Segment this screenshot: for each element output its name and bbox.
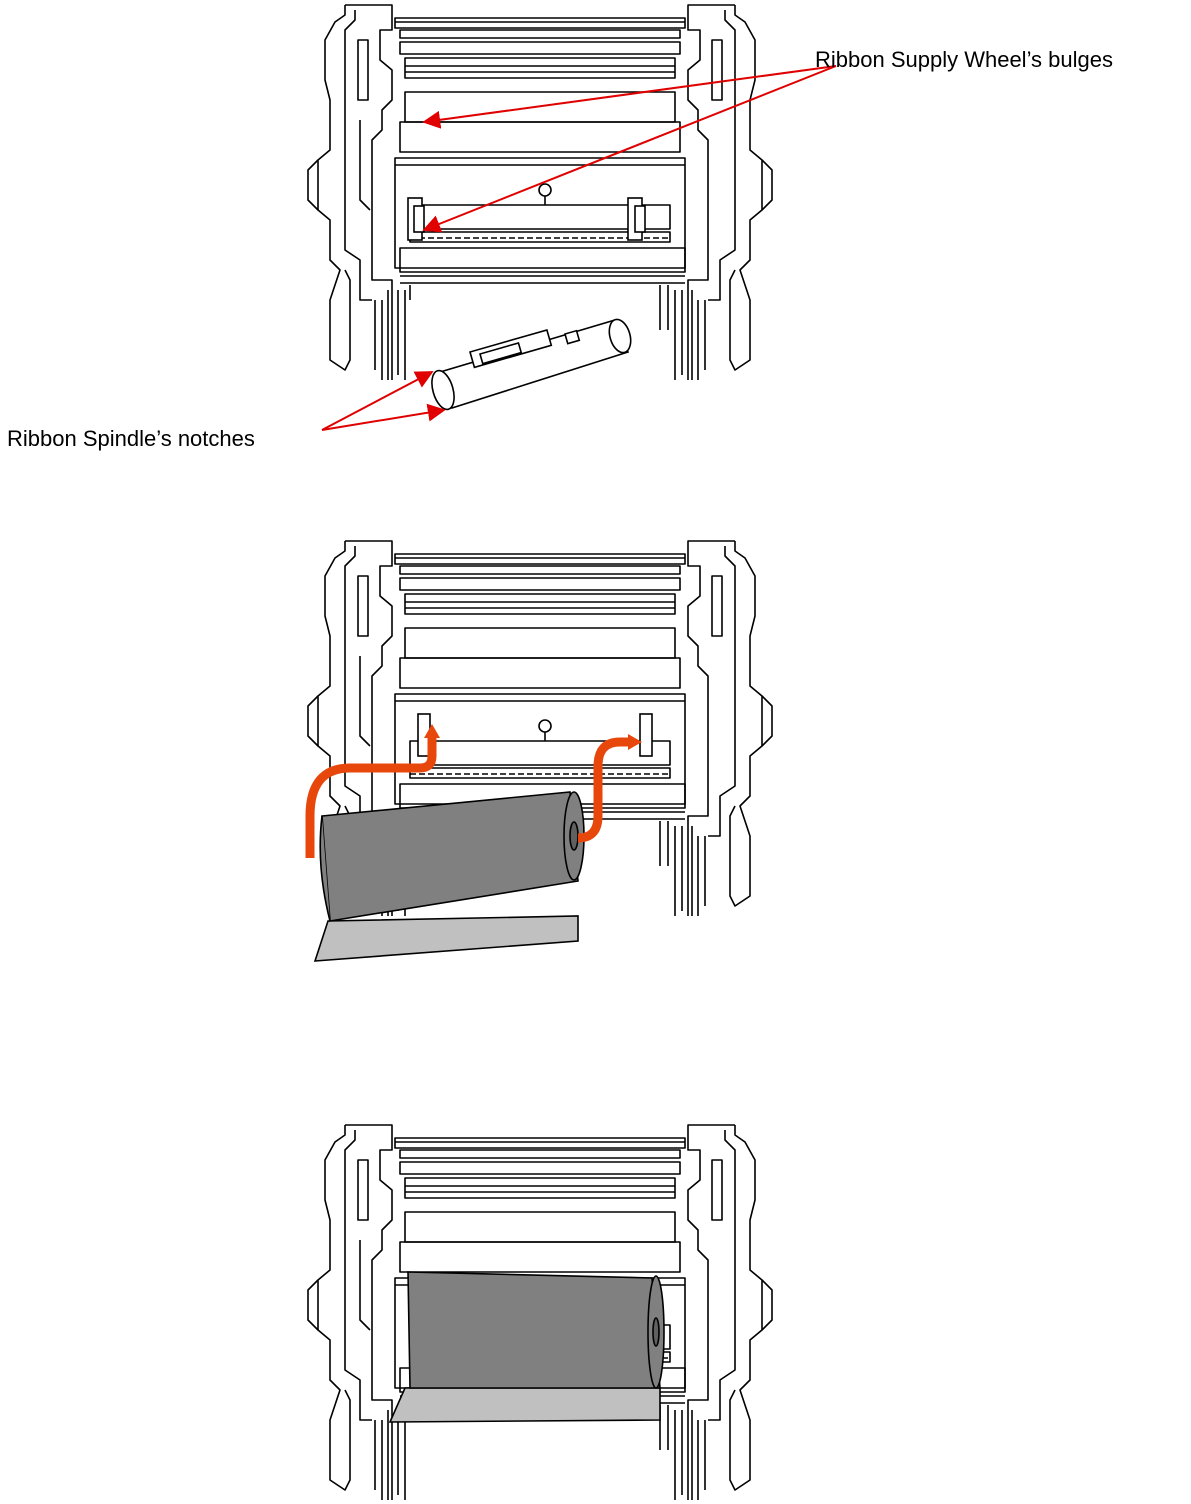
ribbon-spindle <box>431 318 632 411</box>
callout-arrows <box>321 65 837 431</box>
arrow-heads <box>424 724 642 750</box>
bulges-arrows <box>422 65 837 233</box>
step-3-diagram <box>307 1124 773 1501</box>
supply-wheel <box>407 197 646 241</box>
mounting-arrows <box>305 736 630 858</box>
supply-wheel <box>417 713 653 757</box>
step-2-diagram <box>305 540 773 962</box>
notches-arrows <box>321 371 446 431</box>
ribbon-roll <box>313 791 585 962</box>
supply-wheel-bulges-label: Ribbon Supply Wheel’s bulges <box>815 47 1113 72</box>
installed-ribbon-roll <box>388 1271 665 1423</box>
spindle-notches-label: Ribbon Spindle’s notches <box>7 426 255 451</box>
step-1-diagram <box>307 4 773 411</box>
